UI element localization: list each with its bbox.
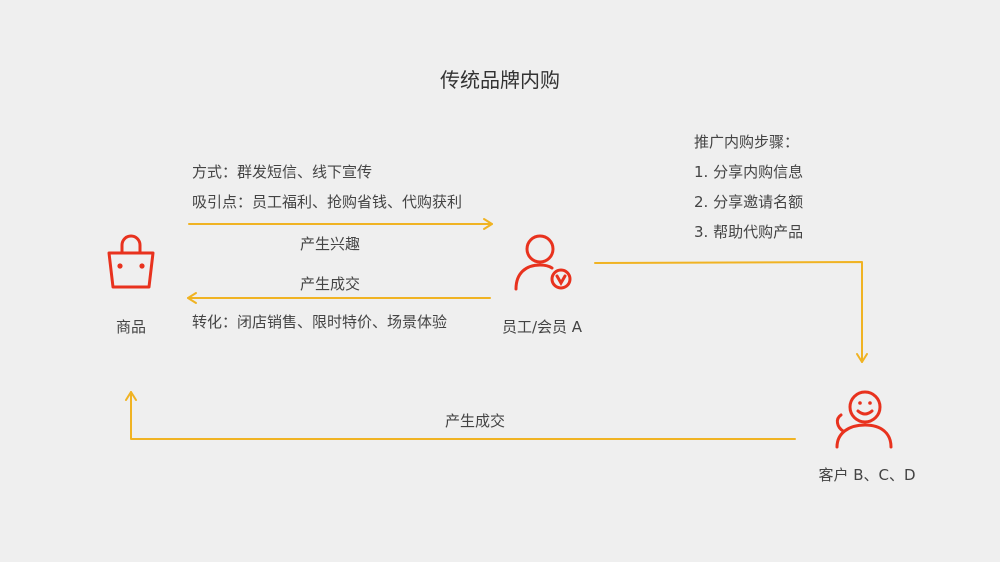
arrow-customer-to-product xyxy=(130,391,796,440)
method-text: 方式：群发短信、线下宣传 xyxy=(192,163,373,181)
customer-label: 客户 B、C、D xyxy=(818,466,916,484)
member-user-icon xyxy=(514,234,572,291)
step-item-3: 3. 帮助代购产品 xyxy=(694,223,804,241)
diagram-title: 传统品牌内购 xyxy=(440,68,560,92)
arrow-employee-to-customer xyxy=(594,261,863,363)
employee-label: 员工/会员 A xyxy=(501,318,583,336)
shopping-bag-icon xyxy=(107,234,155,289)
product-label: 商品 xyxy=(115,318,146,336)
deal-customer-label: 产生成交 xyxy=(444,412,505,430)
step-item-2: 2. 分享邀请名额 xyxy=(694,193,804,211)
steps-heading: 推广内购步骤： xyxy=(694,133,800,151)
smiling-user-icon xyxy=(835,390,893,449)
conversion-text: 转化：闭店销售、限时特价、场景体验 xyxy=(192,313,448,331)
deal-employee-label: 产生成交 xyxy=(299,275,360,293)
attraction-text: 吸引点：员工福利、抢购省钱、代购获利 xyxy=(192,193,463,211)
interest-label: 产生兴趣 xyxy=(299,235,360,253)
step-item-1: 1. 分享内购信息 xyxy=(694,163,804,181)
